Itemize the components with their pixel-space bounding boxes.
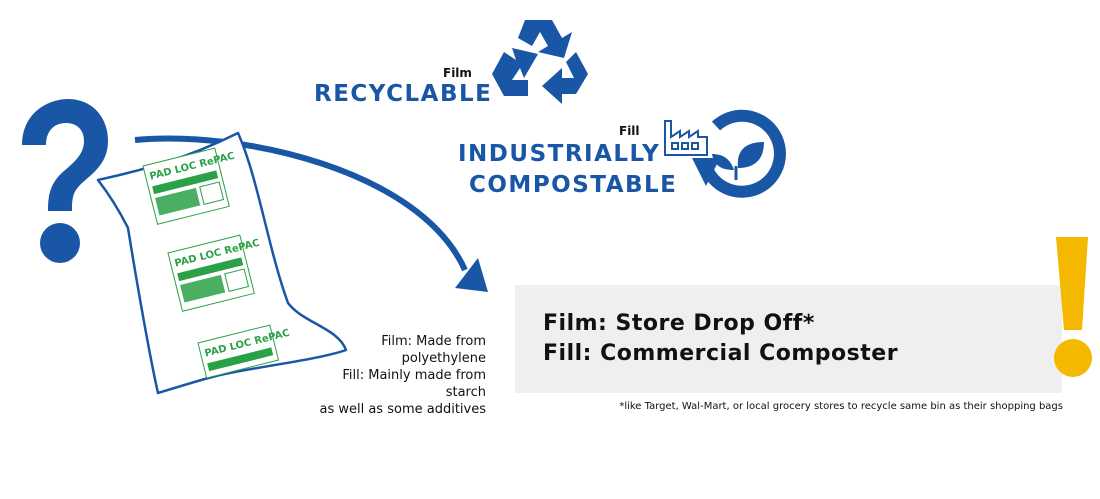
recyclable-heading: RECYCLABLE xyxy=(314,81,493,107)
film-label: Film xyxy=(443,66,472,80)
question-mark-icon xyxy=(22,99,108,263)
compostable-heading-line1: INDUSTRIALLY xyxy=(458,141,661,167)
exclamation-icon xyxy=(1054,237,1092,377)
curved-arrow xyxy=(134,135,488,292)
factory-icon xyxy=(664,120,708,156)
leaf-icon xyxy=(712,142,764,180)
fill-instruction: Fill: Commercial Composter xyxy=(543,341,899,366)
recycle-icon xyxy=(492,20,588,104)
product-bag: PAD LOC RePAC PAD LOC RePAC PAD LOC RePA… xyxy=(96,131,348,395)
description-line: Film: Made from xyxy=(381,334,486,349)
description-line: polyethylene xyxy=(401,351,486,366)
description-line: Fill: Mainly made from starch xyxy=(342,368,486,400)
compost-cycle-icon xyxy=(692,109,786,198)
material-description: Film: Made from polyethylene Fill: Mainl… xyxy=(300,333,486,418)
product-label-2: PAD LOC RePAC xyxy=(167,234,261,312)
disposal-instructions-panel xyxy=(515,285,1062,393)
footnote: *like Target, Wal-Mart, or local grocery… xyxy=(619,401,1063,412)
description-line: as well as some additives xyxy=(319,402,486,417)
fill-label: Fill xyxy=(619,124,640,138)
film-instruction: Film: Store Drop Off* xyxy=(543,311,815,336)
compostable-heading-line2: COMPOSTABLE xyxy=(469,172,678,198)
